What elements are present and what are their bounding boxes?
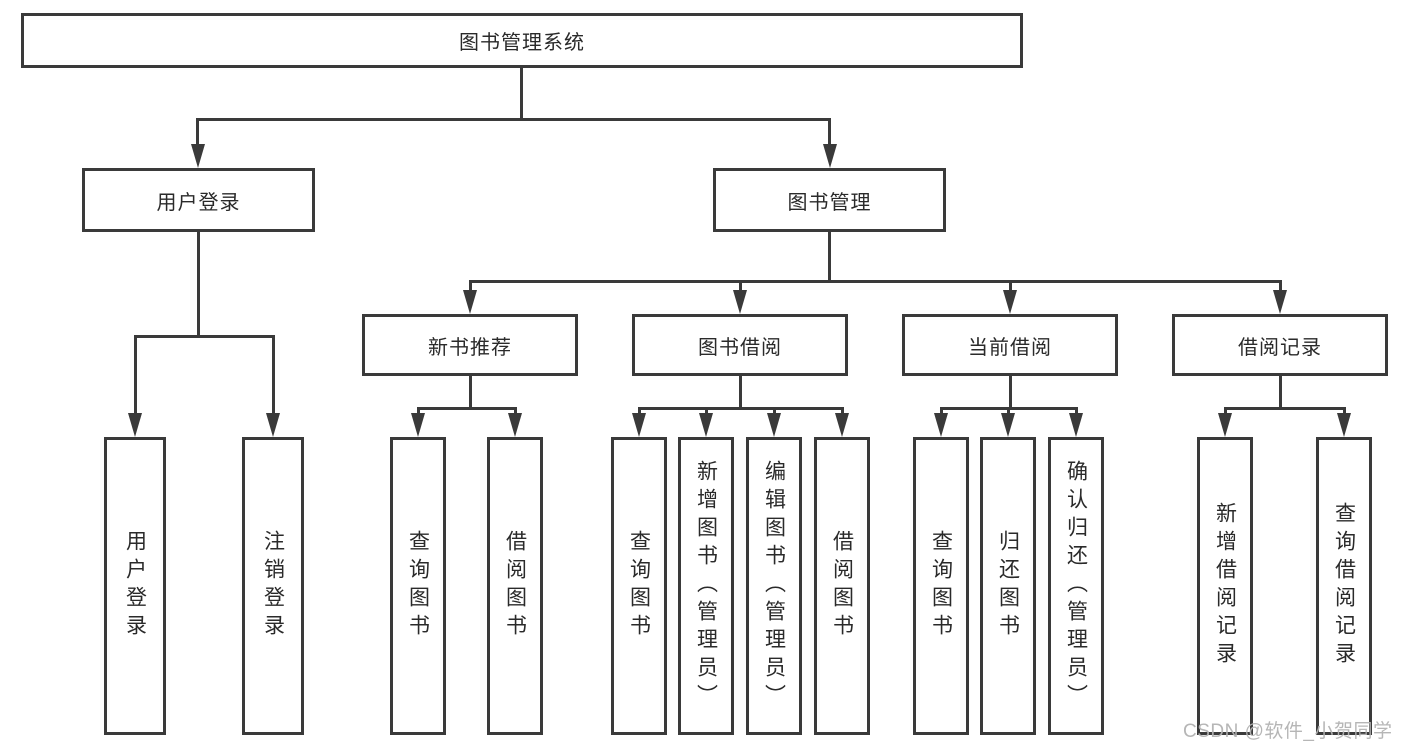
arrowhead-icon [1337,413,1351,437]
node-current-borrow: 当前借阅 [902,314,1118,376]
node-borrow-records-label: 借阅记录 [1238,336,1322,359]
node-root-label: 图书管理系统 [459,32,585,54]
connector-line [1007,407,1010,417]
connector-line [134,335,275,338]
connector-line [417,407,420,417]
arrowhead-icon [266,413,280,437]
connector-line [520,68,523,118]
connector-line [739,376,742,407]
node-borrow-records: 借阅记录 [1172,314,1388,376]
leaf-logout: 注销登录 [242,437,304,735]
leaf-query-books-current: 查询图书 [913,437,969,735]
arrowhead-icon [128,413,142,437]
leaf-query-books-current-label: 查询图书 [929,530,953,642]
arrowhead-icon [463,290,477,314]
leaf-query-borrow-record-label: 查询借阅记录 [1332,502,1356,670]
leaf-confirm-return-admin-label: 确认归还（管理员） [1064,460,1088,712]
node-user-login: 用户登录 [82,168,315,232]
leaf-return-books-label: 归还图书 [996,530,1020,642]
leaf-borrow-books-label: 借阅图书 [830,530,854,642]
connector-line [134,335,137,415]
connector-line [1224,407,1346,410]
leaf-confirm-return-admin: 确认归还（管理员） [1048,437,1104,735]
leaf-borrow-books-recommend-label: 借阅图书 [503,530,527,642]
connector-line [196,118,199,146]
leaf-query-books-borrow-label: 查询图书 [627,530,651,642]
connector-line [841,407,844,417]
connector-line [705,407,708,417]
leaf-edit-book-admin: 编辑图书（管理员） [746,437,802,735]
arrowhead-icon [699,413,713,437]
leaf-logout-label: 注销登录 [261,530,285,642]
connector-line [1279,280,1282,292]
connector-line [469,280,472,292]
arrowhead-icon [411,413,425,437]
node-root: 图书管理系统 [21,13,1023,68]
connector-line [469,376,472,407]
leaf-query-books-recommend: 查询图书 [390,437,446,735]
connector-line [1075,407,1078,417]
connector-line [197,232,200,335]
csdn-watermark: CSDN @软件_小贺同学 [1183,721,1393,742]
connector-line [638,407,844,410]
connector-line [196,118,831,121]
leaf-add-book-admin-label: 新增图书（管理员） [694,460,718,712]
connector-line [1343,407,1346,417]
arrowhead-icon [835,413,849,437]
connector-line [1009,376,1012,407]
leaf-add-borrow-record: 新增借阅记录 [1197,437,1253,735]
arrowhead-icon [632,413,646,437]
arrowhead-icon [767,413,781,437]
connector-line [638,407,641,417]
arrowhead-icon [191,144,205,168]
node-new-book-recommend-label: 新书推荐 [428,336,512,359]
leaf-add-book-admin: 新增图书（管理员） [678,437,734,735]
connector-line [514,407,517,417]
connector-line [940,407,943,417]
leaf-add-borrow-record-label: 新增借阅记录 [1213,502,1237,670]
arrowhead-icon [1003,290,1017,314]
node-new-book-recommend: 新书推荐 [362,314,578,376]
connector-line [773,407,776,417]
leaf-borrow-books: 借阅图书 [814,437,870,735]
leaf-query-borrow-record: 查询借阅记录 [1316,437,1372,735]
node-book-borrow: 图书借阅 [632,314,848,376]
arrowhead-icon [508,413,522,437]
node-book-management-label: 图书管理 [787,191,872,214]
connector-line [828,232,831,280]
arrowhead-icon [733,290,747,314]
connector-line [417,407,517,410]
connector-line [272,335,275,415]
leaf-borrow-books-recommend: 借阅图书 [487,437,543,735]
leaf-query-books-recommend-label: 查询图书 [406,530,430,642]
node-book-management: 图书管理 [713,168,946,232]
node-current-borrow-label: 当前借阅 [968,336,1052,359]
connector-line [1009,280,1012,292]
connector-line [469,280,1282,283]
connector-line [828,118,831,146]
leaf-user-login-label: 用户登录 [123,530,147,642]
connector-line [739,280,742,292]
arrowhead-icon [823,144,837,168]
leaf-return-books: 归还图书 [980,437,1036,735]
arrowhead-icon [1273,290,1287,314]
arrowhead-icon [1218,413,1232,437]
arrowhead-icon [1001,413,1015,437]
leaf-user-login: 用户登录 [104,437,166,735]
connector-line [1224,407,1227,417]
leaf-query-books-borrow: 查询图书 [611,437,667,735]
connector-line [1279,376,1282,407]
node-user-login-label: 用户登录 [156,191,241,214]
leaf-edit-book-admin-label: 编辑图书（管理员） [762,460,786,712]
node-book-borrow-label: 图书借阅 [698,336,782,359]
arrowhead-icon [934,413,948,437]
arrowhead-icon [1069,413,1083,437]
